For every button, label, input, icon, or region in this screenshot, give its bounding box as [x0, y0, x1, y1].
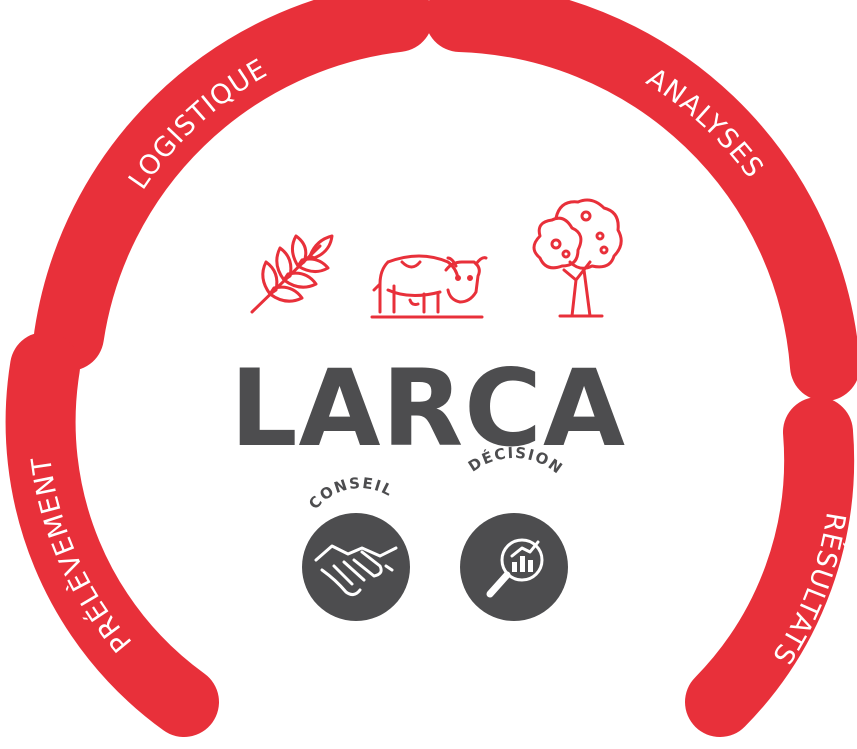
wheat-icon [250, 234, 334, 314]
tree-icon [532, 198, 623, 318]
handshake-icon [314, 544, 398, 597]
segment-prelevement [5, 332, 219, 737]
segment-analyses [425, 0, 857, 401]
badge-conseil: CONSEIL [302, 474, 410, 621]
segment-resultats [685, 397, 855, 737]
magnifier-chart-icon [486, 538, 544, 598]
segment-logistique [34, 0, 433, 371]
badge-label-conseil: CONSEIL [305, 474, 396, 513]
ring [5, 0, 857, 737]
badge-decision: DÉCISION [460, 444, 568, 621]
brand-title: LARCA [230, 347, 626, 470]
cow-icon [370, 254, 488, 319]
